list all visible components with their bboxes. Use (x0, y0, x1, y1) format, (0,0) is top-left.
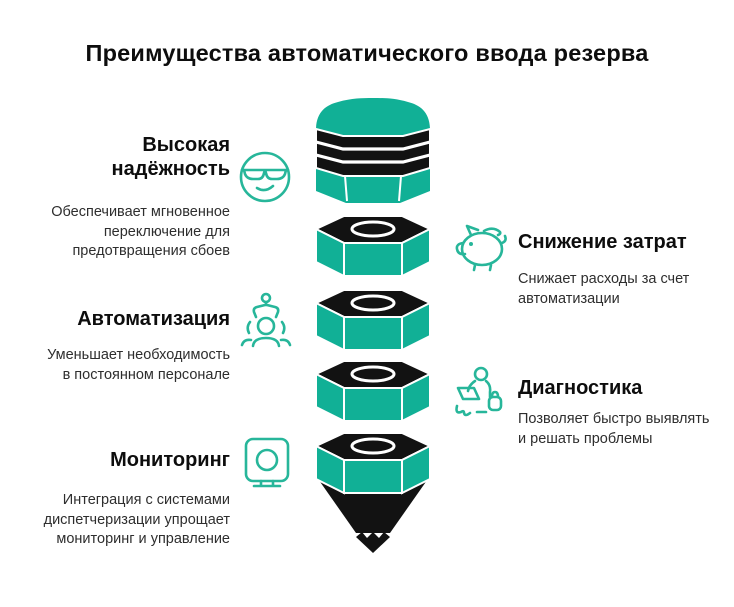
item-title-diagnostics: Диагностика (518, 377, 643, 399)
item-desc-reliability: Обеспечивает мгновенное переключение для… (51, 204, 230, 259)
item-desc-monitoring: Интеграция с системами диспетчеризации у… (43, 492, 230, 547)
item-title-cost-reduction: Снижение затрат (518, 231, 687, 253)
pencil-nut-segment (314, 432, 432, 495)
item-title-reliability: Высокая надёжность (111, 134, 230, 180)
item-desc-automation: Уменьшает необходимость в постоянном пер… (47, 347, 230, 383)
page-title: Преимущества автоматического ввода резер… (85, 40, 649, 66)
item-title-automation: Автоматизация (77, 308, 230, 330)
item-desc-cost-reduction: Снижает расходы за счет автоматизации (518, 271, 690, 307)
pencil-cap-segment (315, 98, 431, 203)
pencil-stack-graphic (314, 98, 432, 553)
item-desc-diagnostics: Позволяет быстро выявлять и решать пробл… (518, 411, 710, 447)
person-laptop-icon (453, 366, 505, 420)
monitor-camera-icon (242, 436, 292, 490)
cool-face-sunglasses-icon (238, 149, 292, 207)
piggy-bank-icon (453, 222, 509, 274)
pencil-nut-segment (314, 289, 432, 352)
pencil-nut-segment (314, 215, 432, 278)
item-title-monitoring: Мониторинг (110, 449, 230, 471)
pencil-nut-segment (314, 360, 432, 423)
robot-claw-person-icon (240, 291, 292, 349)
